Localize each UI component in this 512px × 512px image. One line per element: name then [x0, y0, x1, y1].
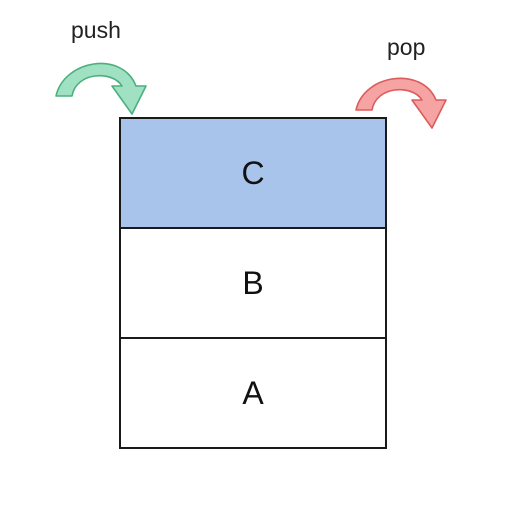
pop-arrow-icon	[355, 77, 447, 129]
stack-top-cell: C	[121, 119, 385, 227]
stack-cell: A	[121, 337, 385, 447]
push-arrow-icon	[55, 62, 147, 115]
pop-label: pop	[387, 34, 426, 60]
stack-cell: B	[121, 227, 385, 337]
push-label: push	[71, 17, 121, 43]
